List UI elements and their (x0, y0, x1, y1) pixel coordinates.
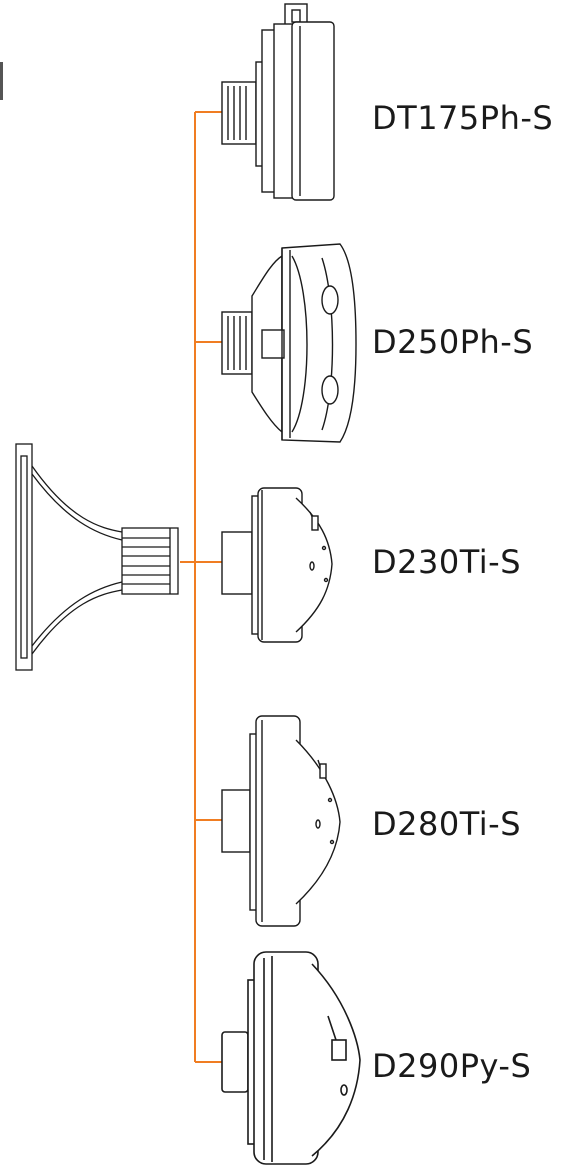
driver-label-d250ph-s: D250Ph-S (372, 323, 534, 361)
edge-mark (0, 62, 3, 100)
driver-label-d290py-s: D290Py-S (372, 1047, 532, 1085)
driver-label-d230ti-s: D230Ti-S (372, 543, 522, 581)
driver-label-dt175ph-s: DT175Ph-S (372, 99, 554, 137)
driver-d290py-s-icon (221, 951, 361, 1165)
driver-dt175ph-s-icon (221, 3, 335, 201)
driver-d280ti-s-icon (221, 715, 341, 927)
driver-d230ti-s-icon (221, 487, 333, 643)
driver-label-d280ti-s: D280Ti-S (372, 805, 522, 843)
connector-lines (180, 111, 222, 1063)
driver-d250ph-s-icon (221, 243, 357, 443)
horn-flare-icon (15, 443, 179, 671)
